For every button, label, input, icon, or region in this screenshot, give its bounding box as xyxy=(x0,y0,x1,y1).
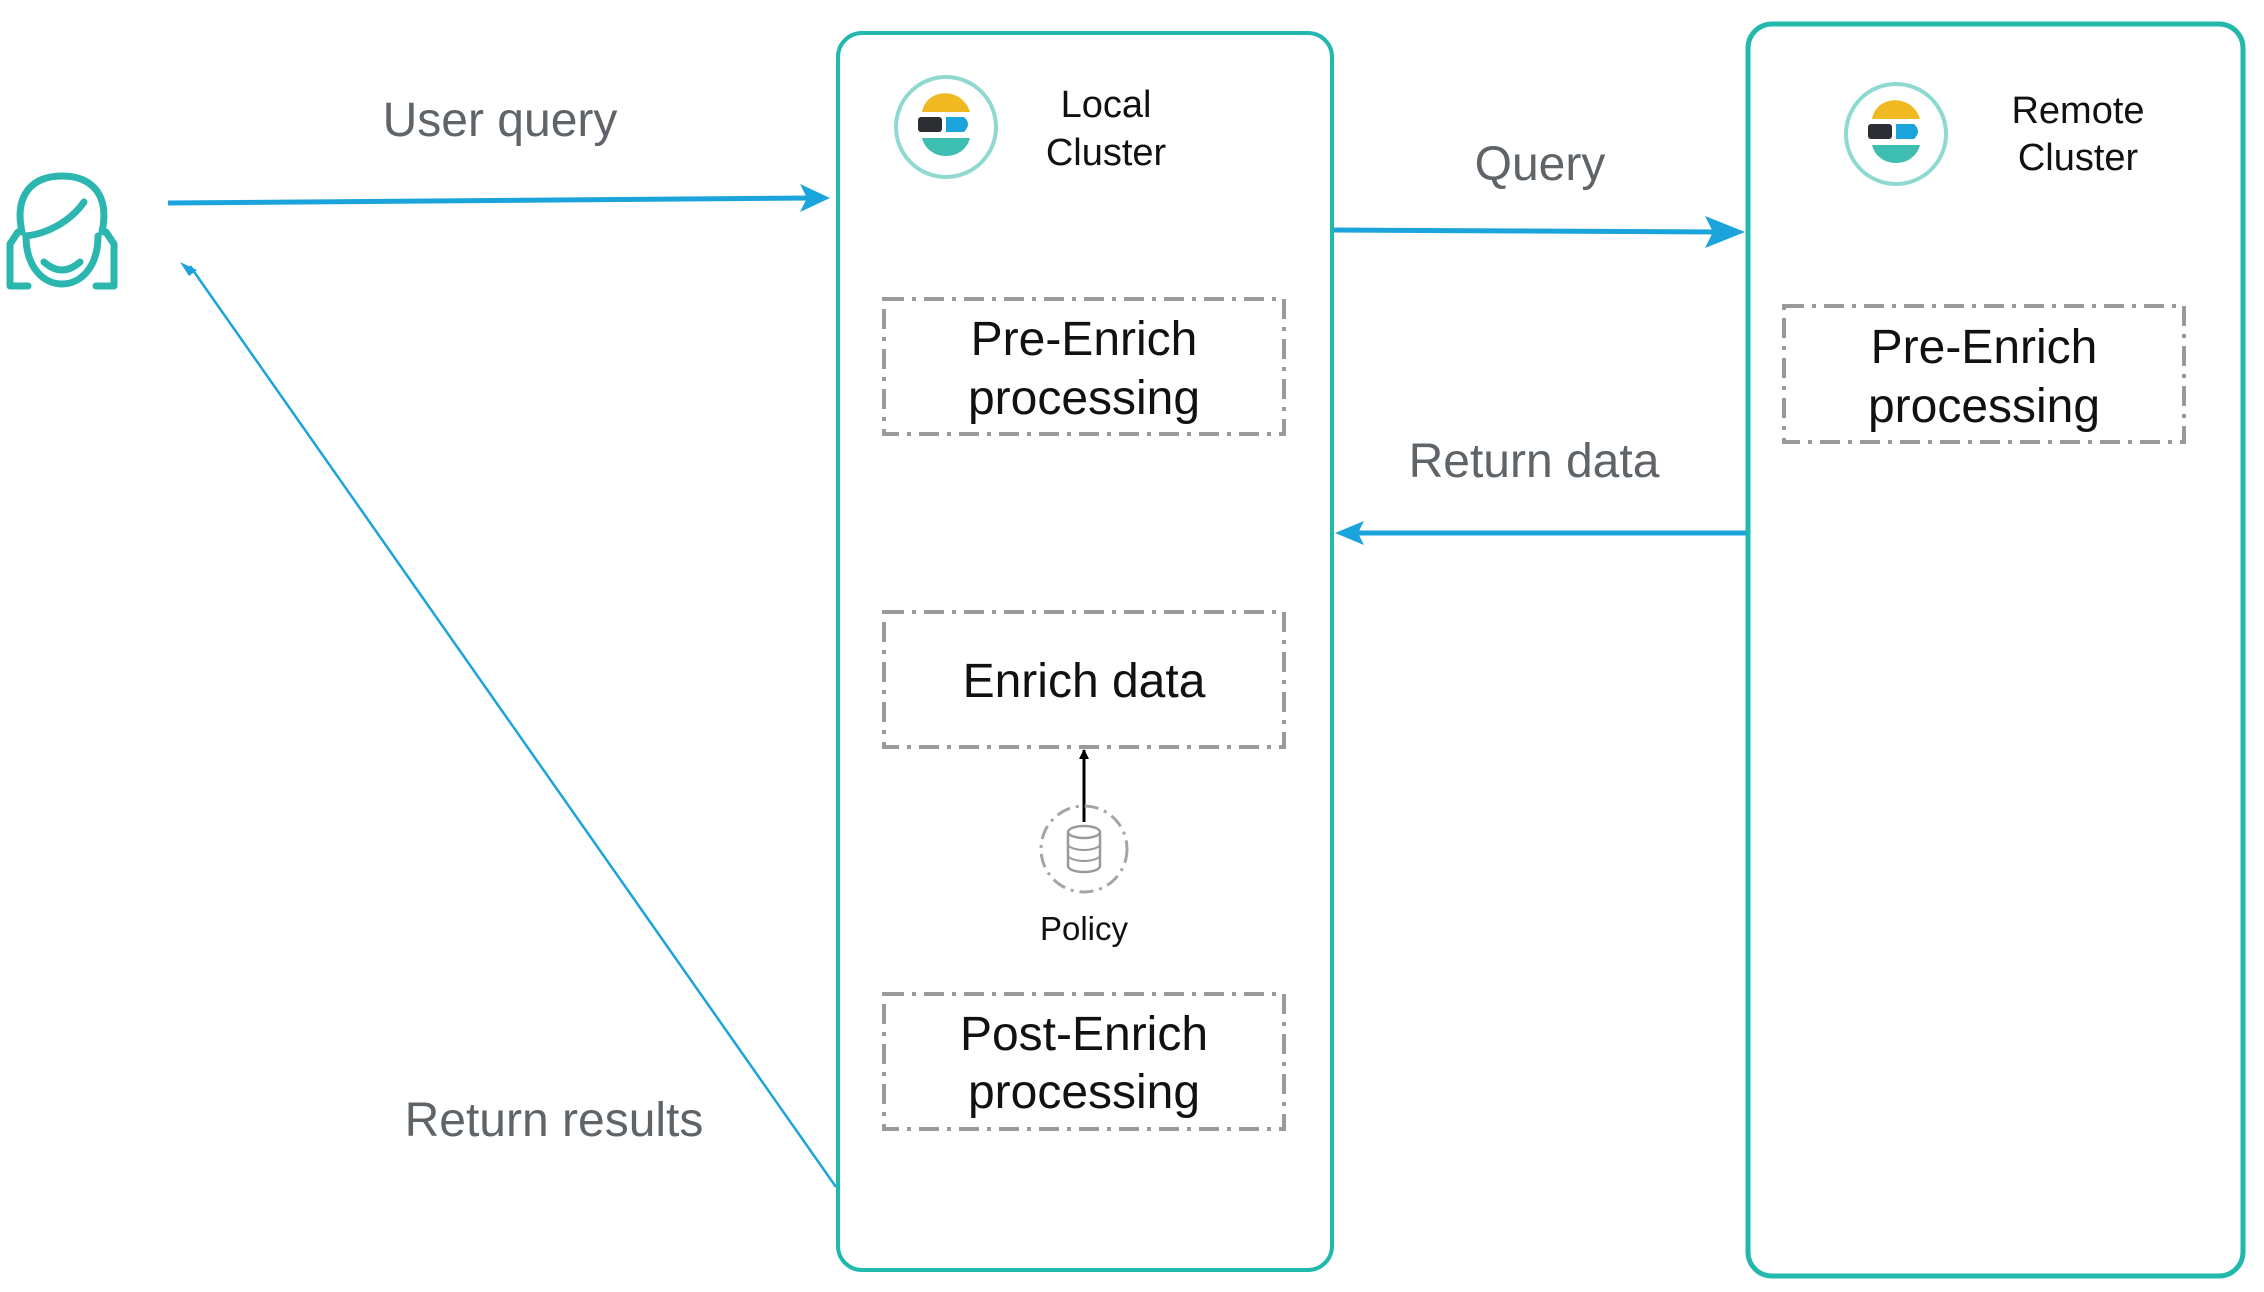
local-cluster-border xyxy=(836,31,1334,1272)
local-pre-enrich-line1: Pre-Enrich xyxy=(971,313,1198,366)
enrich-data-box xyxy=(882,610,1286,749)
post-enrich-line2: processing xyxy=(968,1066,1200,1119)
remote-cluster: Remote Cluster Pre-Enrich processing xyxy=(1745,21,2246,1279)
query-arrow xyxy=(1332,216,1745,248)
local-cluster-title-line1: Local xyxy=(1061,84,1152,126)
remote-pre-enrich-line1: Pre-Enrich xyxy=(1871,321,2098,374)
post-enrich-box xyxy=(882,992,1286,1131)
local-cluster-title-line2: Cluster xyxy=(1046,132,1167,174)
remote-pre-enrich-box xyxy=(1782,304,2186,444)
elastic-logo-icon xyxy=(894,75,998,179)
database-icon xyxy=(1039,804,1129,894)
user-query-arrow xyxy=(167,184,830,212)
remote-cluster-title-line2: Cluster xyxy=(2018,137,2139,179)
remote-pre-enrich-line2: processing xyxy=(1868,380,2100,433)
return-results-arrow xyxy=(180,262,838,1188)
return-data-label: Return data xyxy=(1409,435,1660,488)
enrich-data-label: Enrich data xyxy=(963,655,1206,708)
query-label: Query xyxy=(1475,138,1606,191)
user-face-icon xyxy=(6,172,118,290)
remote-cluster-title-line1: Remote xyxy=(2011,90,2144,132)
user-query-label: User query xyxy=(383,94,618,147)
local-pre-enrich-box xyxy=(882,297,1286,436)
post-enrich-line1: Post-Enrich xyxy=(960,1008,1208,1061)
policy-label: Policy xyxy=(1040,910,1129,947)
return-results-label: Return results xyxy=(405,1094,704,1147)
local-cluster: Local Cluster Pre-Enrich processing Enri… xyxy=(836,31,1334,1272)
elastic-logo-icon xyxy=(1844,82,1948,186)
return-data-arrow xyxy=(1335,521,1746,545)
remote-cluster-border xyxy=(1745,21,2246,1279)
local-pre-enrich-line2: processing xyxy=(968,372,1200,425)
